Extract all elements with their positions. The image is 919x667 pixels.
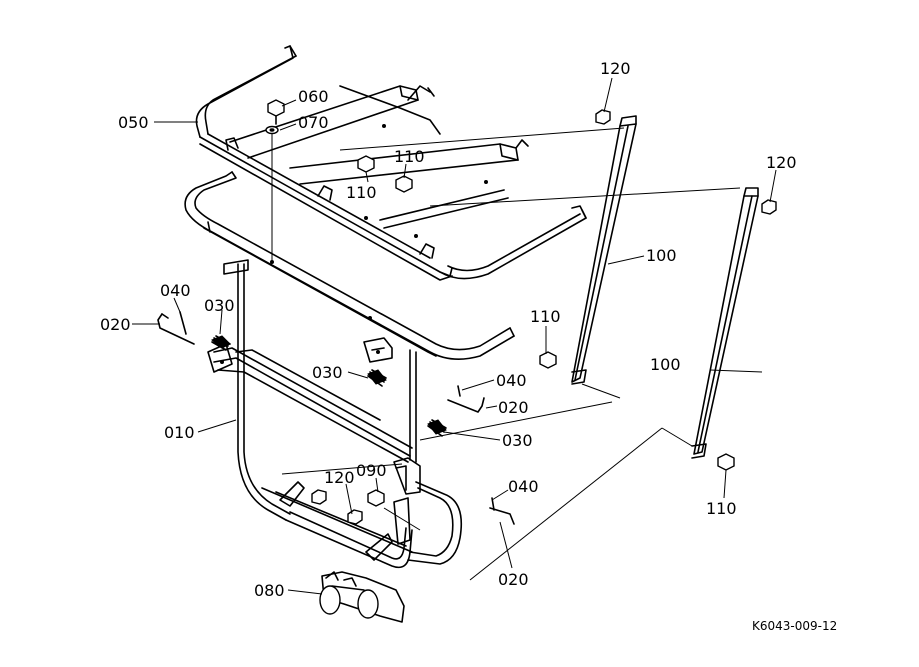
callout-080: 080 [254,581,285,600]
callout-040-left: 040 [160,281,191,300]
callout-090: 090 [356,461,387,480]
clamp-080 [319,571,405,623]
callout-020-mid: 020 [498,398,529,417]
callout-020-low: 020 [498,570,529,589]
callout-030-right: 030 [502,431,533,450]
fasteners [157,99,777,525]
callout-110-mid: 110 [530,307,561,326]
callout-050: 050 [118,113,149,132]
stays-100 [571,115,759,459]
callout-040-low: 040 [508,477,539,496]
drawing-code: K6043-009-12 [752,619,837,633]
callout-labels: 010 020 020 020 030 030 030 040 040 040 … [100,59,837,633]
callout-110-top-b: 110 [394,147,425,166]
lower-frame-plate [184,171,515,360]
callout-030-left: 030 [204,296,235,315]
callout-040-mid: 040 [496,371,527,390]
callout-010: 010 [164,423,195,442]
main-frame-010 [207,259,463,569]
callout-110-top-a: 110 [346,183,377,202]
callout-100-right: 100 [650,355,681,374]
callout-120-low: 120 [324,468,355,487]
callout-120-right: 120 [766,153,797,172]
callout-100-left: 100 [646,246,677,265]
upper-frame-050 [195,45,587,281]
callout-120-top: 120 [600,59,631,78]
callout-070: 070 [298,113,329,132]
callout-020-left: 020 [100,315,131,334]
callout-110-bottom: 110 [706,499,737,518]
leader-lines [132,77,777,595]
callout-060: 060 [298,87,329,106]
callout-030-mid: 030 [312,363,343,382]
